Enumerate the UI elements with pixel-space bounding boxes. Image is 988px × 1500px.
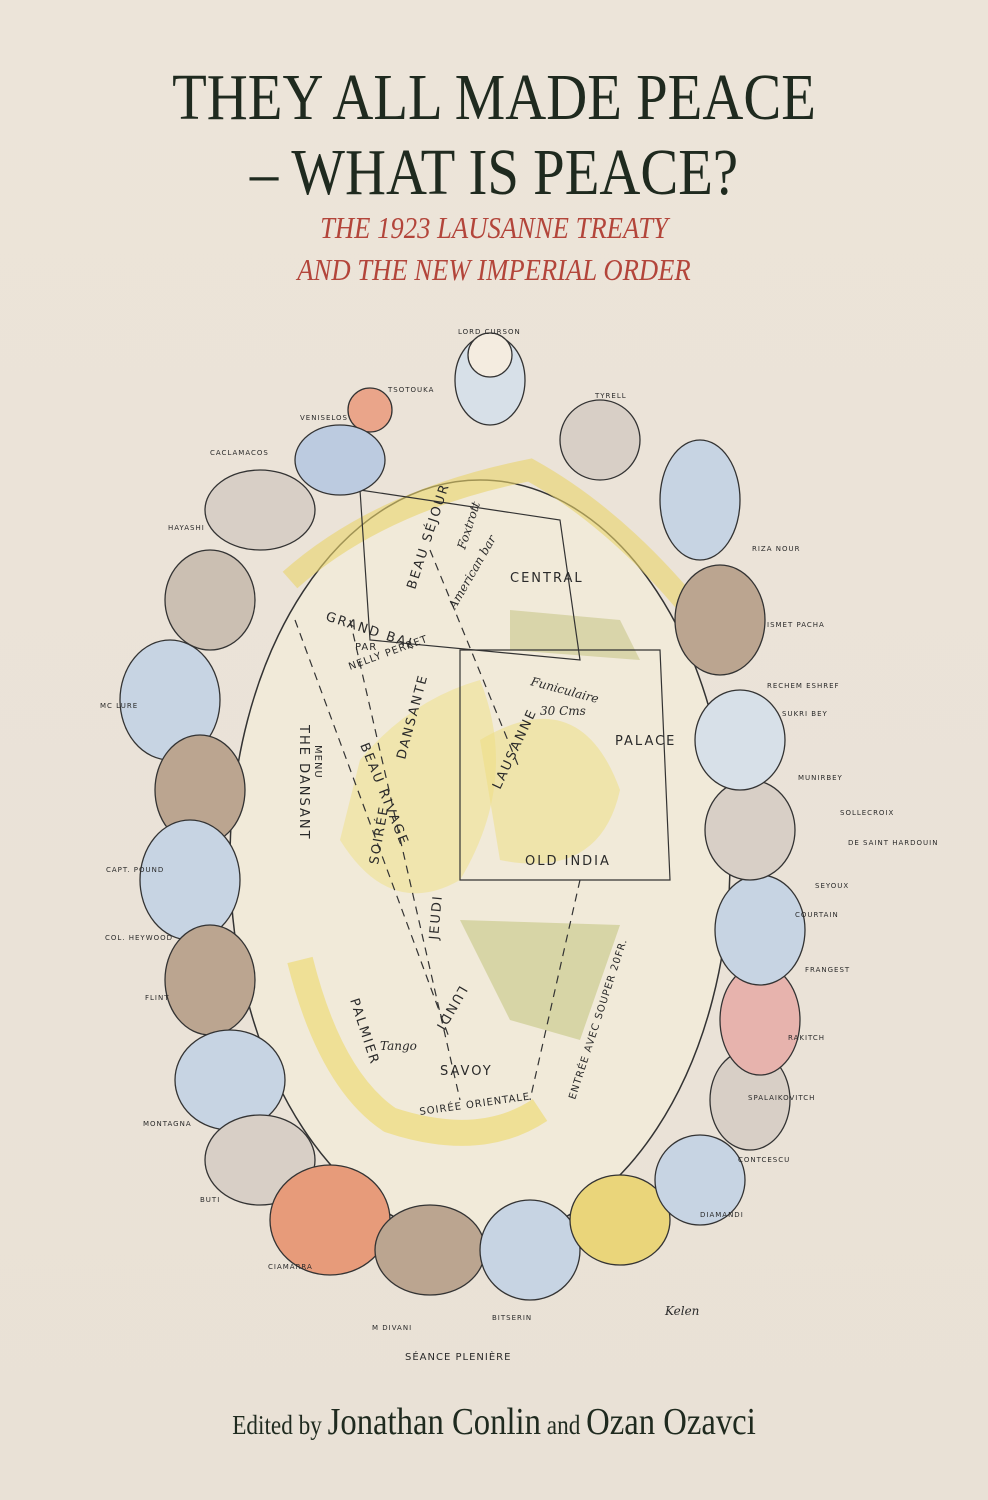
label-contcescu: CONTCESCU [738,1156,790,1164]
artist-signature: Kelen [664,1304,699,1318]
label-bitserin: BITSERIN [492,1314,532,1322]
label-tsotouka: TSOTOUKA [387,386,434,394]
illustration-caption: SÉANCE PLENIÈRE [405,1350,511,1363]
map-label-menu: MENU [312,745,323,779]
map-label-jeudi: JEUDI [427,894,446,942]
delegate-figures [119,332,806,1301]
editor-1: Jonathan Conlin [327,1401,541,1443]
label-capt-pound: CAPT. POUND [106,866,164,874]
label-rakitch: RAKITCH [788,1034,825,1042]
delegate-labels: LORD CURSON TYRELL TSOTOUKA VENISELOS CA… [100,328,938,1332]
label-veniselos: VENISELOS [300,414,348,422]
label-montagna: MONTAGNA [143,1120,192,1128]
editor-2: Ozan Ozavci [586,1401,756,1443]
map-label-old-india: OLD INDIA [525,854,611,869]
label-mc-lure: MC LURE [100,702,138,710]
label-tyrell: TYRELL [594,392,627,400]
table-map: BEAU SÉJOUR Foxtrott American bar CENTRA… [229,458,731,1241]
label-col-heywood: COL. HEYWOOD [105,934,173,942]
label-courtain: COURTAIN [795,911,839,919]
label-m-divani: M DIVANI [372,1324,412,1332]
label-buti: BUTI [200,1196,220,1204]
label-flint: FLINT [145,994,170,1002]
label-lord-curson: LORD CURSON [458,328,521,336]
map-label-the-dansant: THE DANSANT [296,724,311,841]
label-ciamarra: CIAMARRA [268,1263,313,1271]
label-frangest: FRANGEST [805,966,850,974]
editors-joiner: and [540,1410,587,1440]
edited-by-prefix: Edited by [232,1410,328,1440]
label-sukri-bey: SUKRI BEY [782,710,828,718]
label-caclamacos: CACLAMACOS [210,449,269,457]
conference-caricature-illustration: BEAU SÉJOUR Foxtrott American bar CENTRA… [100,328,938,1363]
map-label-savoy: SAVOY [440,1064,493,1079]
subtitle-line-1: THE 1923 LAUSANNE TREATY [320,210,668,245]
label-hayashi: HAYASHI [168,524,205,532]
map-label-price: 30 Cms [540,704,586,718]
label-riza-nour: RIZA NOUR [752,545,800,553]
label-sollecroix: SOLLECROIX [840,809,894,817]
label-spalaikovitch: SPALAIKOVITCH [748,1094,815,1102]
label-seyoux: SEYOUX [815,882,849,890]
title-line-1: THEY ALL MADE PEACE [172,61,816,134]
map-label-palace: PALACE [615,734,676,749]
title-line-2: – WHAT IS PEACE? [249,136,739,209]
label-munir-bey: MUNIRBEY [798,774,843,782]
label-ismet-pacha: ISMET PACHA [767,621,825,629]
label-de-saint-hardouin: DE SAINT HARDOUIN [848,839,938,847]
label-diamandi: DIAMANDI [700,1211,744,1219]
map-label-tango: Tango [380,1039,417,1053]
map-label-central: CENTRAL [510,571,584,586]
editors-line: Edited by Jonathan Conlin and Ozan Ozavc… [69,1400,919,1444]
map-label-par: PAR [355,642,377,653]
subtitle-line-2: AND THE NEW IMPERIAL ORDER [297,252,691,287]
label-rechem-eshref: RECHEM ESHREF [767,682,840,690]
